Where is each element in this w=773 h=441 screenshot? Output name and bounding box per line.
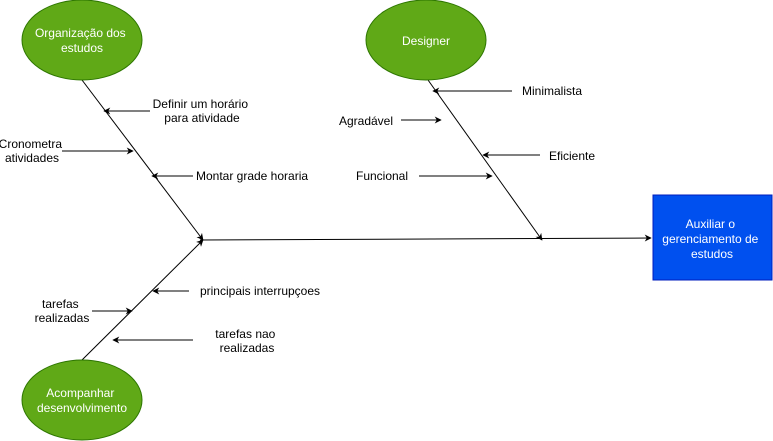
- cause-montar-grade: Montar grade horaria: [196, 169, 308, 183]
- cause-tarefas-realizadas: tarefas realizadas: [35, 297, 90, 325]
- cause-definir-horario: Definir um horário para atividade: [153, 97, 252, 125]
- node-designer[interactable]: [365, 0, 487, 81]
- node-organizacao[interactable]: [21, 0, 143, 81]
- effect-label: Auxiliar o gerenciamento de estudos: [662, 217, 761, 261]
- bone-acompanhar: [81, 239, 204, 361]
- cause-funcional: Funcional: [356, 169, 408, 183]
- cause-tarefas-nao-realizadas: tarefas nao realizadas: [215, 327, 278, 355]
- organizacao-label: Organização dos estudos: [35, 26, 129, 55]
- acompanhar-label: Acompanhar desenvolvimento: [37, 386, 127, 415]
- designer-label: Designer: [402, 34, 450, 48]
- cause-cronometra: Cronometra atividades: [0, 137, 65, 165]
- bone-organizacao: [81, 79, 204, 241]
- cause-eficiente: Eficiente: [549, 149, 595, 163]
- cause-agradavel: Agradável: [339, 114, 393, 128]
- cause-interrupcoes: principais interrupçoes: [200, 284, 320, 298]
- spine-arrow: [199, 234, 652, 242]
- cause-minimalista: Minimalista: [522, 84, 582, 98]
- bone-designer: [427, 79, 543, 241]
- node-effect[interactable]: [652, 194, 773, 281]
- node-acompanhar[interactable]: [21, 359, 143, 441]
